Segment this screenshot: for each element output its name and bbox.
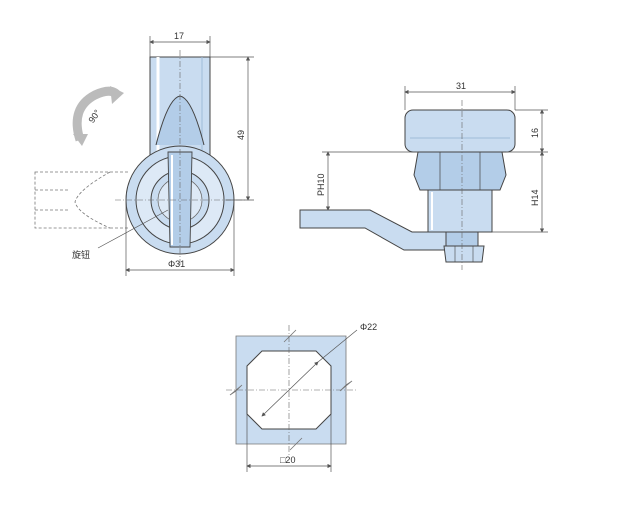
phi22-leader [317, 329, 358, 363]
dim-square20-label: □20 [280, 455, 295, 465]
dim-49-label: 49 [236, 130, 246, 140]
dim-phi22-label: Φ22 [360, 322, 377, 332]
lock-head [404, 109, 516, 153]
dim-phi31: Φ31 [125, 200, 235, 276]
lever-phantom-outline [34, 171, 128, 229]
rotation-label: 90° [86, 108, 102, 125]
hex-nut [413, 151, 507, 191]
dim-49: 49 [210, 56, 254, 201]
dim-square20: □20 [246, 414, 332, 472]
dim-17: 17 [149, 31, 211, 57]
side-view: 31 16 H14 PH10 [299, 81, 548, 270]
knob-callout: 旋钮 [72, 209, 169, 260]
rotation-arrow-icon [72, 86, 124, 146]
dim-17-label: 17 [174, 31, 184, 41]
dim-phi31-label: Φ31 [168, 259, 185, 269]
dim-h14-label: H14 [530, 189, 540, 206]
dim-16-label: 16 [530, 128, 540, 138]
dim-h14: H14 [492, 151, 548, 233]
threaded-body [427, 189, 493, 233]
cutout-view: Φ22 □20 [226, 322, 377, 472]
dim-ph10: PH10 [316, 151, 418, 211]
dim-31: 31 [404, 81, 516, 110]
phi22-diameter-line [261, 361, 319, 417]
dim-31-label: 31 [456, 81, 466, 91]
front-view: 90° 17 49 Φ31 旋钮 [34, 31, 254, 276]
screw-tip [443, 245, 485, 263]
dim-ph10-label: PH10 [316, 173, 326, 196]
knob-callout-label: 旋钮 [72, 249, 90, 260]
